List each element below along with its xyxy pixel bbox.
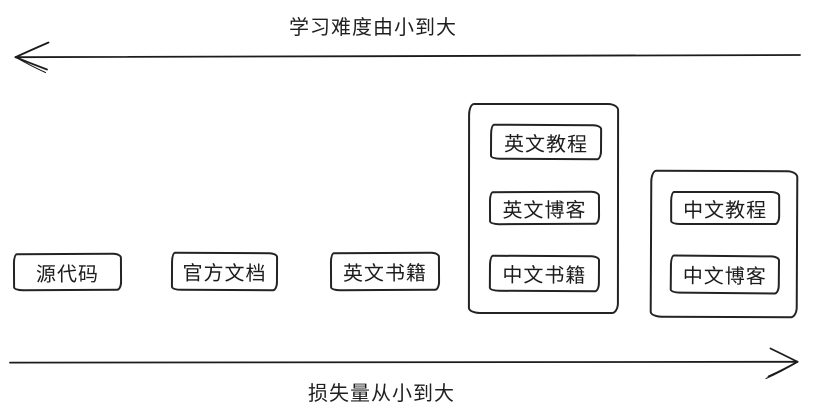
bottom-axis-label: 损失量从小到大 <box>308 383 455 405</box>
box-chinese-tutorials: 中文教程 <box>670 190 781 226</box>
right-arrow <box>9 347 799 380</box>
group-chinese: 中文教程 中文博客 <box>649 169 799 319</box>
box-source-code: 源代码 <box>12 252 123 292</box>
box-english-tutorials: 英文教程 <box>489 123 603 161</box>
box-official-docs: 官方文档 <box>170 251 279 292</box>
group-english-chinese: 英文教程 英文博客 中文书籍 <box>467 102 620 315</box>
box-chinese-blogs: 中文博客 <box>669 254 781 295</box>
box-english-books: 英文书籍 <box>329 251 441 292</box>
box-chinese-books: 中文书籍 <box>488 254 601 293</box>
box-english-blogs: 英文博客 <box>488 190 601 226</box>
top-axis-label: 学习难度由小到大 <box>289 17 457 39</box>
left-arrow <box>14 41 801 74</box>
